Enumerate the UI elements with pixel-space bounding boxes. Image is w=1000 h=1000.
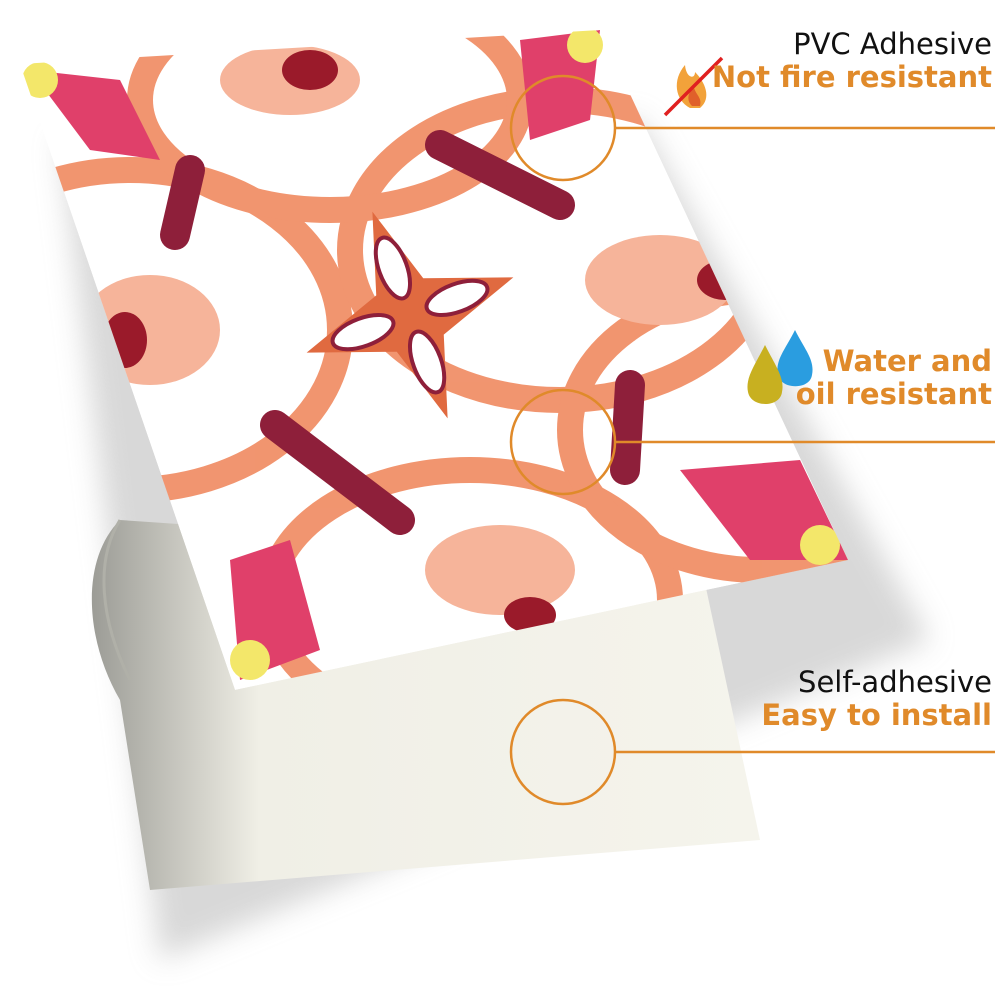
feature-resistance: Water and oil resistant (795, 344, 992, 412)
feature-self-adhesive: Self-adhesive Easy to install (761, 665, 992, 733)
feature-subtitle-line2: oil resistant (795, 377, 992, 412)
feature-subtitle: Not fire resistant (711, 60, 992, 95)
water-oil-drops-icon (747, 330, 813, 404)
no-fire-icon (663, 56, 724, 117)
center-flower (306, 211, 514, 419)
feature-title: PVC Adhesive (793, 27, 992, 61)
feature-subtitle: Easy to install (761, 698, 992, 733)
decorative-tile (20, 30, 848, 690)
feature-pvc: PVC Adhesive Not fire resistant (711, 27, 992, 95)
feature-title: Self-adhesive (798, 665, 992, 699)
feature-subtitle-line1: Water and (822, 344, 992, 378)
